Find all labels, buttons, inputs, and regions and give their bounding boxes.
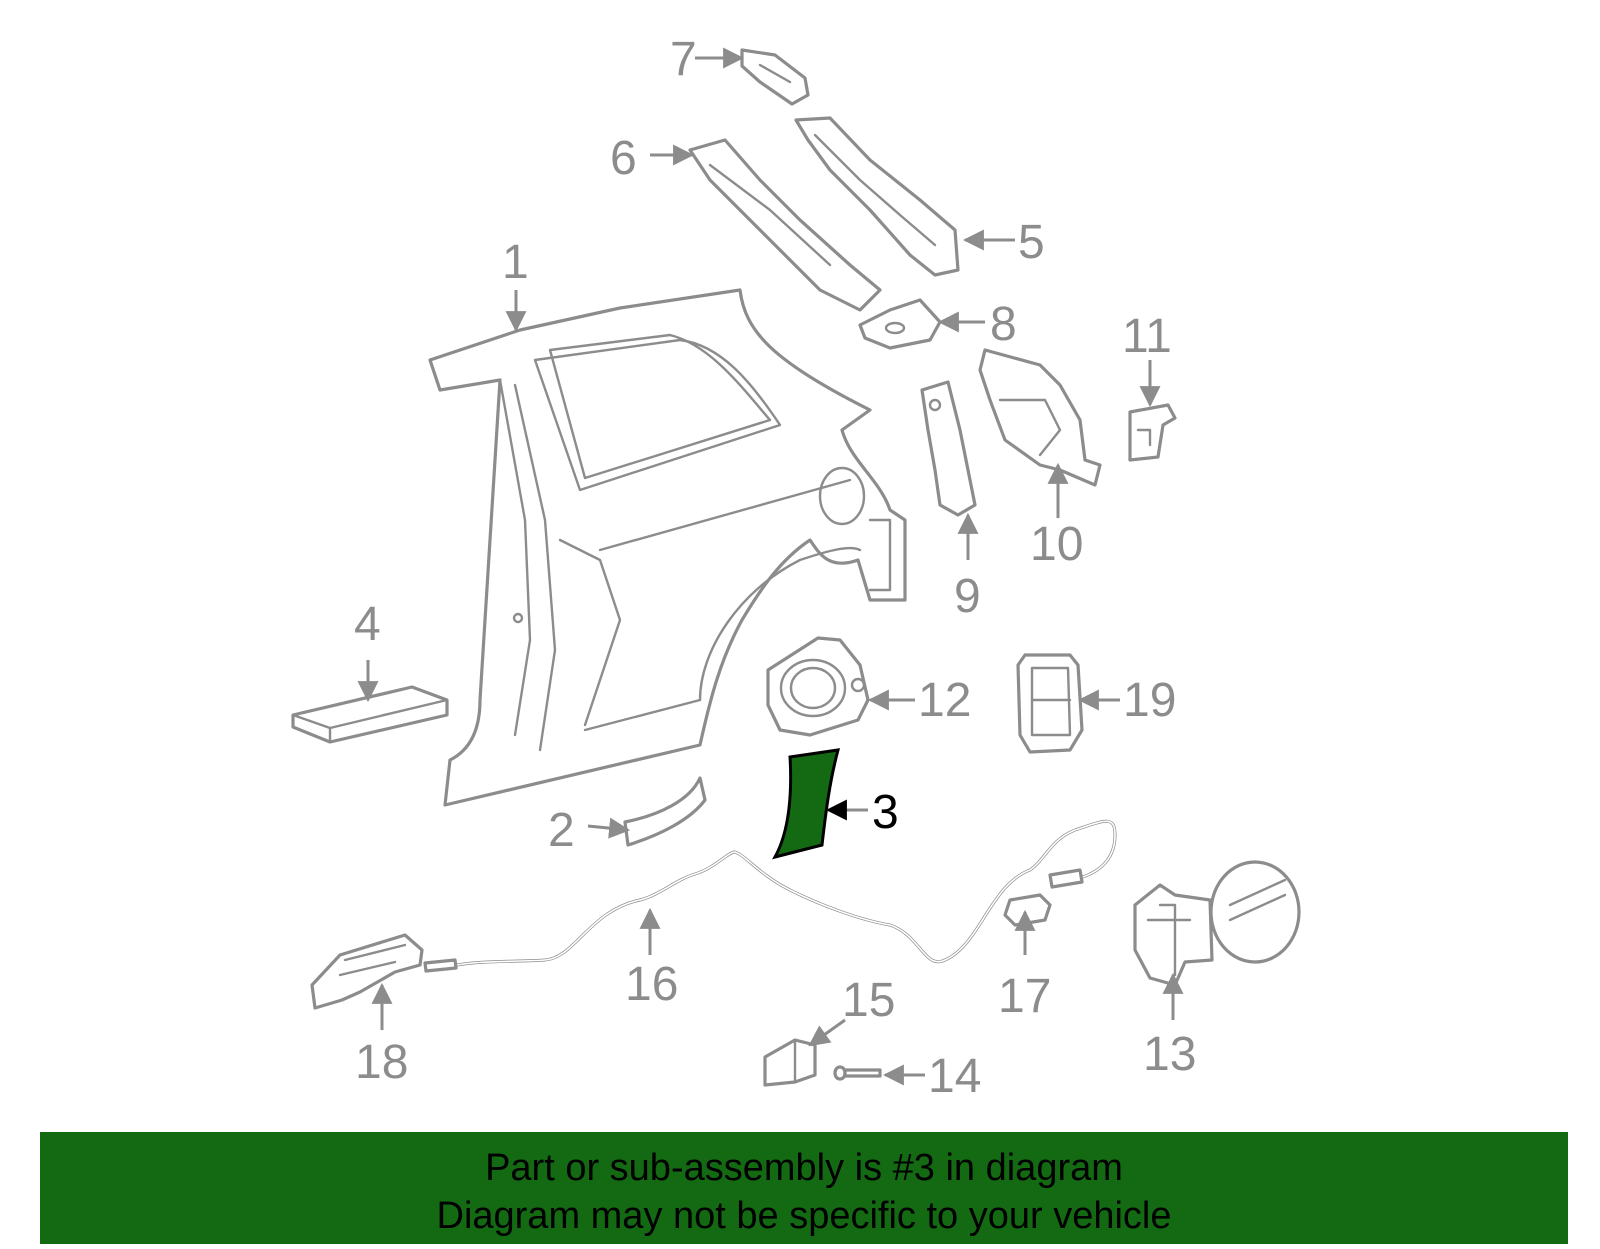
callout-5: 5 [1018,216,1045,269]
callout-8: 8 [990,298,1017,351]
part-11-clip[interactable] [1128,403,1177,462]
banner-line-disclaimer: Diagram may not be specific to your vehi… [436,1195,1172,1237]
callout-numbers: 1 2 3 4 5 6 7 8 9 10 11 12 13 14 15 16 1… [354,33,1196,1103]
part-17-cable-end[interactable] [1003,893,1052,927]
callout-2: 2 [548,804,575,857]
part-10-inner-panel[interactable] [978,348,1102,487]
callout-17: 17 [998,970,1051,1023]
part-19-housing-seal[interactable] [1016,653,1084,754]
callout-3: 3 [872,786,899,839]
part-4-pad[interactable] [291,685,449,744]
callout-15: 15 [842,974,895,1027]
callout-16: 16 [625,958,678,1011]
callout-10: 10 [1030,518,1083,571]
part-9-reinforcement[interactable] [920,380,977,517]
callout-18: 18 [355,1036,408,1089]
callout-6: 6 [610,132,637,185]
part-3-highlighted[interactable] [772,748,841,860]
part-6-rail[interactable] [688,138,882,312]
leader-lines [357,47,1184,1086]
part-7-bracket[interactable] [740,48,810,106]
part-12-fuel-door-housing[interactable] [766,636,870,737]
part-5-rail[interactable] [794,116,960,277]
part-13-fuel-door[interactable] [1133,860,1301,987]
part-8-bracket[interactable] [858,298,942,350]
callout-7: 7 [670,33,697,86]
part-2-wheelhouse-liner-strip[interactable] [623,776,707,847]
callout-9: 9 [954,570,981,623]
part-1-quarter-panel[interactable] [428,288,907,807]
callout-4: 4 [354,598,381,651]
callout-1: 1 [502,236,529,289]
banner-line-part: Part or sub-assembly is #3 in diagram [485,1147,1123,1189]
callout-19: 19 [1123,674,1176,727]
part-16-release-cable[interactable] [450,819,1117,968]
callout-12: 12 [918,674,971,727]
part-18-release-lever[interactable] [310,933,458,1010]
part-14-bolt[interactable] [833,1065,882,1081]
callout-13: 13 [1143,1028,1196,1081]
info-banner: Part or sub-assembly is #3 in diagram Di… [40,1132,1568,1244]
callout-14: 14 [928,1050,981,1103]
callout-11: 11 [1122,310,1172,363]
part-15-bracket[interactable] [763,1038,817,1087]
